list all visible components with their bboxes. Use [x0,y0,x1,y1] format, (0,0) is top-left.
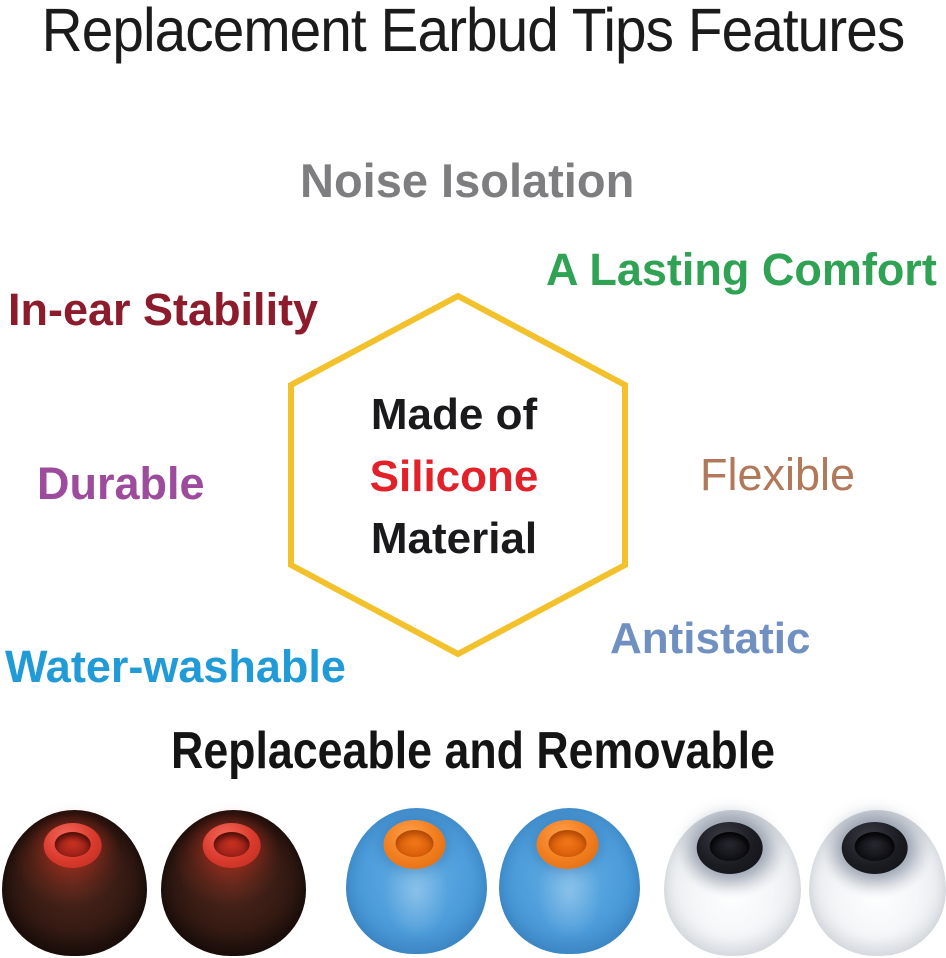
feature-flexible: Flexible [700,449,856,500]
earbud-tip-white-right [809,810,946,956]
hexagon-outline-icon [288,292,628,658]
feature-antistatic: Antistatic [610,614,811,663]
tip-core-black [696,822,763,874]
tip-hole [548,830,587,857]
earbud-tips-row [0,808,946,958]
feature-noise-isolation: Noise Isolation [300,154,635,207]
tip-hole [213,832,250,857]
tip-pair-white [664,810,946,956]
earbud-tip-blue-left [346,808,487,954]
tip-pair-dark-brown [2,810,306,956]
feature-water-washable: Water-washable [5,641,346,692]
replaceable-removable-label: Replaceable and Removable [171,722,775,780]
tip-hole [54,832,91,857]
earbud-tip-dark-left [2,810,147,956]
tip-hole [709,832,750,861]
tip-core-orange [536,820,599,869]
tip-hole [395,830,434,857]
material-line: Material [370,514,538,563]
tip-pair-blue [346,808,640,954]
earbud-tip-white-left [664,810,801,956]
feature-in-ear-stability: In-ear Stability [8,284,319,335]
earbud-tip-blue-right [499,808,640,954]
feature-durable: Durable [37,458,205,509]
tip-core-black [841,822,908,874]
earbud-tip-dark-right [161,810,306,956]
tip-core-red [43,823,102,868]
feature-lasting-comfort: A Lasting Comfort [546,244,937,295]
silicone-line: Silicone [369,452,539,501]
made-of-line: Made of [370,390,538,439]
tip-core-red [202,823,261,868]
tip-core-orange [383,820,446,869]
hexagon-center-text: Made of Silicone Material [286,384,622,570]
page-title: Replacement Earbud Tips Features [41,0,906,64]
tip-hole [854,832,895,861]
